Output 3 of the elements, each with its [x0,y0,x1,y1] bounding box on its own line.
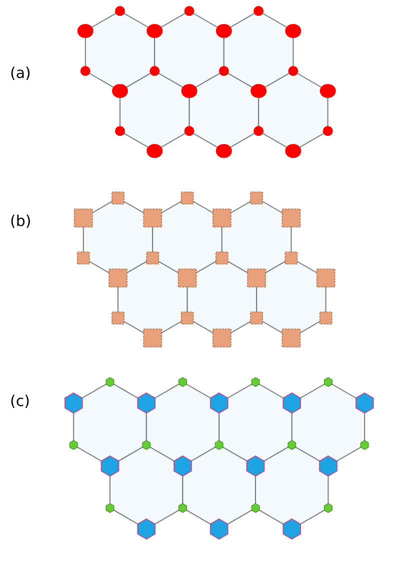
panel-label: (b) [10,212,32,230]
panel-label: (c) [10,392,30,410]
panel-label: (a) [10,64,31,82]
